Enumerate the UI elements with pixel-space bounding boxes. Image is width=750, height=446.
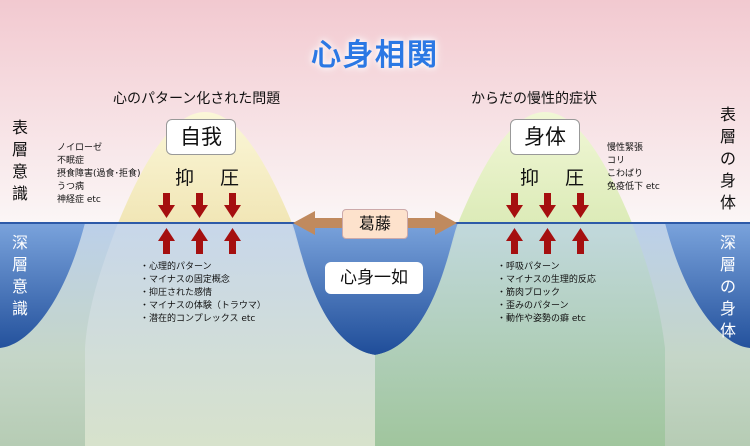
list-item: こわばり — [607, 169, 644, 179]
mind-mound — [118, 112, 292, 223]
repression-arrows-left — [158, 193, 241, 254]
body-mound — [458, 112, 632, 223]
list-item: ・潜在的コンプレックス etc — [140, 314, 256, 324]
heading-body-symptoms: からだの慢性的症状 — [471, 91, 597, 107]
repression-label-right: 抑 圧 — [520, 167, 595, 189]
list-item: ・呼吸パターン — [497, 262, 560, 272]
list-item: ノイローゼ — [57, 143, 103, 153]
conflict-label: 葛藤 — [342, 209, 408, 239]
list-item: ・筋肉ブロック — [497, 288, 561, 298]
mind-symptoms-list: ノイローゼ 不眠症 摂食障害(過食･拒食) うつ病 神経症 etc — [57, 142, 141, 207]
label-surface-body: 表層の身体 — [719, 105, 736, 212]
body-box: 身体 — [510, 119, 580, 155]
body-symptoms-list: 慢性緊張 コリ こわばり 免疫低下 etc — [607, 142, 660, 194]
surface-background — [0, 0, 750, 223]
list-item: ・マイナスの固定概念 — [140, 275, 230, 285]
list-item: 摂食障害(過食･拒食) — [57, 169, 141, 179]
list-item: うつ病 — [57, 182, 85, 192]
list-item: 不眠症 — [57, 156, 85, 166]
list-item: 慢性緊張 — [607, 143, 644, 153]
list-item: ・抑圧された感情 — [140, 288, 213, 298]
ego-box: 自我 — [166, 119, 236, 155]
list-item: コリ — [607, 156, 626, 166]
list-item: ・歪みのパターン — [497, 301, 569, 311]
diagram-title: 心身相関 — [311, 38, 439, 73]
list-item: 神経症 etc — [57, 195, 101, 205]
mind-body-oneness-label: 心身一如 — [325, 262, 423, 294]
mind-deep-list: ・心理的パターン ・マイナスの固定概念 ・抑圧された感情 ・マイナスの体験（トラ… — [140, 261, 266, 326]
mind-mound-deep — [85, 223, 375, 446]
list-item: ・心理的パターン — [140, 262, 212, 272]
list-item: 免疫低下 etc — [607, 182, 660, 192]
label-deep-body: 深層の身体 — [719, 233, 736, 340]
repression-label-left: 抑 圧 — [175, 167, 250, 189]
heading-mind-problems: 心のパターン化された問題 — [113, 91, 281, 107]
list-item: ・動作や姿勢の癖 etc — [497, 314, 586, 324]
body-mound-deep — [375, 223, 665, 446]
repression-arrows-right — [506, 193, 589, 254]
body-deep-list: ・呼吸パターン ・マイナスの生理的反応 ・筋肉ブロック ・歪みのパターン ・動作… — [497, 261, 596, 326]
label-surface-consciousness: 表層意識 — [11, 118, 28, 203]
label-deep-consciousness: 深層意識 — [11, 233, 28, 318]
list-item: ・マイナスの生理的反応 — [497, 275, 596, 285]
list-item: ・マイナスの体験（トラウマ） — [140, 301, 266, 311]
